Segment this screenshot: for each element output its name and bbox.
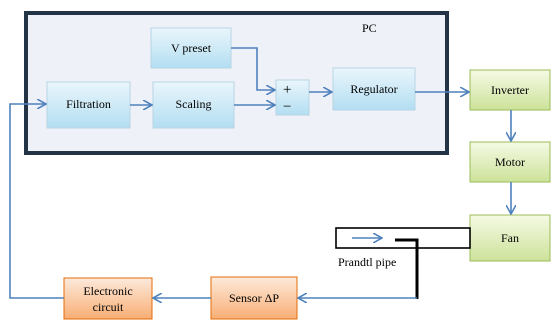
prandtl-pipe: Prandtl pipe	[335, 227, 471, 299]
electronic-circuit-label-line1: Electronic	[83, 284, 132, 298]
filtration-label: Filtration	[66, 97, 111, 111]
inverter-label: Inverter	[491, 83, 529, 97]
motor-block: Motor	[469, 141, 551, 183]
v-preset-block: V preset	[150, 27, 232, 69]
pc-label: PC	[362, 21, 377, 35]
sensor-block: Sensor ΔP	[210, 276, 298, 320]
fan-block: Fan	[469, 214, 551, 262]
sensor-label: Sensor ΔP	[229, 291, 279, 305]
scaling-block: Scaling	[152, 81, 235, 129]
plus-sign: +	[283, 82, 291, 98]
electronic-circuit-block: Electronic circuit	[63, 277, 153, 320]
summing-junction: + −	[275, 79, 310, 116]
scaling-label: Scaling	[176, 97, 212, 111]
inverter-block: Inverter	[469, 69, 551, 111]
v-preset-label: V preset	[171, 41, 212, 55]
arrow-vpreset-to-plus	[231, 47, 274, 90]
regulator-block: Regulator	[332, 67, 416, 111]
minus-sign: −	[283, 99, 291, 115]
regulator-label: Regulator	[350, 82, 397, 96]
prandtl-pipe-label: Prandtl pipe	[338, 255, 396, 269]
electronic-circuit-label-line2: circuit	[93, 300, 124, 314]
arrow-feedback-to-filtration	[9, 104, 64, 299]
fan-label: Fan	[501, 231, 519, 245]
filtration-block: Filtration	[46, 81, 131, 129]
motor-label: Motor	[495, 155, 525, 169]
